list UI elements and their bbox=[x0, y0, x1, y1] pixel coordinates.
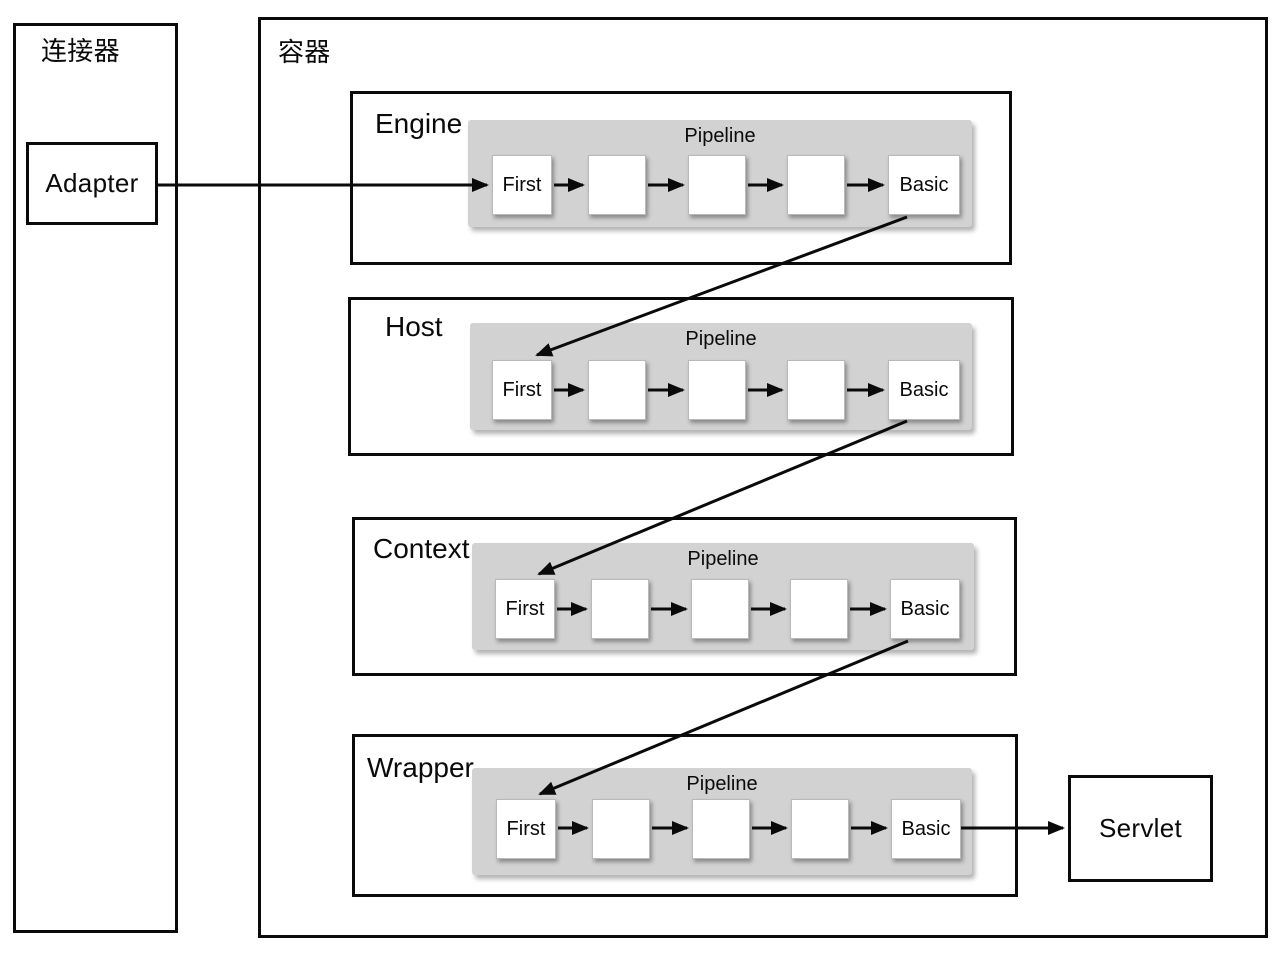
host-valve-empty bbox=[588, 360, 646, 420]
context-valve-empty bbox=[591, 579, 649, 639]
wrapper-valve-empty bbox=[791, 799, 849, 859]
engine-valve-basic: Basic bbox=[888, 155, 960, 215]
engine-valve-empty bbox=[787, 155, 845, 215]
section-wrapper-label: Wrapper bbox=[367, 752, 474, 783]
wrapper-valve-empty bbox=[692, 799, 750, 859]
host-valve-empty bbox=[787, 360, 845, 420]
engine-pipeline-label: Pipeline bbox=[684, 125, 756, 147]
host-valve-empty bbox=[688, 360, 746, 420]
servlet-label: Servlet bbox=[1098, 813, 1183, 843]
adapter-label: Adapter bbox=[45, 168, 139, 198]
section-host-label: Host bbox=[385, 311, 443, 342]
context-valve-empty bbox=[790, 579, 848, 639]
engine-valve-empty bbox=[588, 155, 646, 215]
wrapper-valve-first: First bbox=[496, 799, 556, 859]
context-valve-empty bbox=[691, 579, 749, 639]
context-valve-basic: Basic bbox=[890, 579, 960, 639]
context-pipeline-label: Pipeline bbox=[687, 548, 759, 570]
wrapper-valve-basic: Basic bbox=[891, 799, 961, 859]
connector-label: 连接器 bbox=[41, 36, 120, 66]
servlet-box: Servlet bbox=[1068, 775, 1213, 882]
host-pipeline-label: Pipeline bbox=[685, 328, 757, 350]
engine-valve-first: First bbox=[492, 155, 552, 215]
host-valve-basic: Basic bbox=[888, 360, 960, 420]
engine-valve-empty bbox=[688, 155, 746, 215]
wrapper-pipeline-label: Pipeline bbox=[686, 773, 758, 795]
wrapper-valve-empty bbox=[592, 799, 650, 859]
host-valve-first: First bbox=[492, 360, 552, 420]
context-valve-first: First bbox=[495, 579, 555, 639]
adapter-box: Adapter bbox=[26, 142, 158, 225]
container-label: 容器 bbox=[278, 37, 331, 67]
section-engine-label: Engine bbox=[375, 108, 463, 139]
section-context-label: Context bbox=[373, 533, 470, 564]
